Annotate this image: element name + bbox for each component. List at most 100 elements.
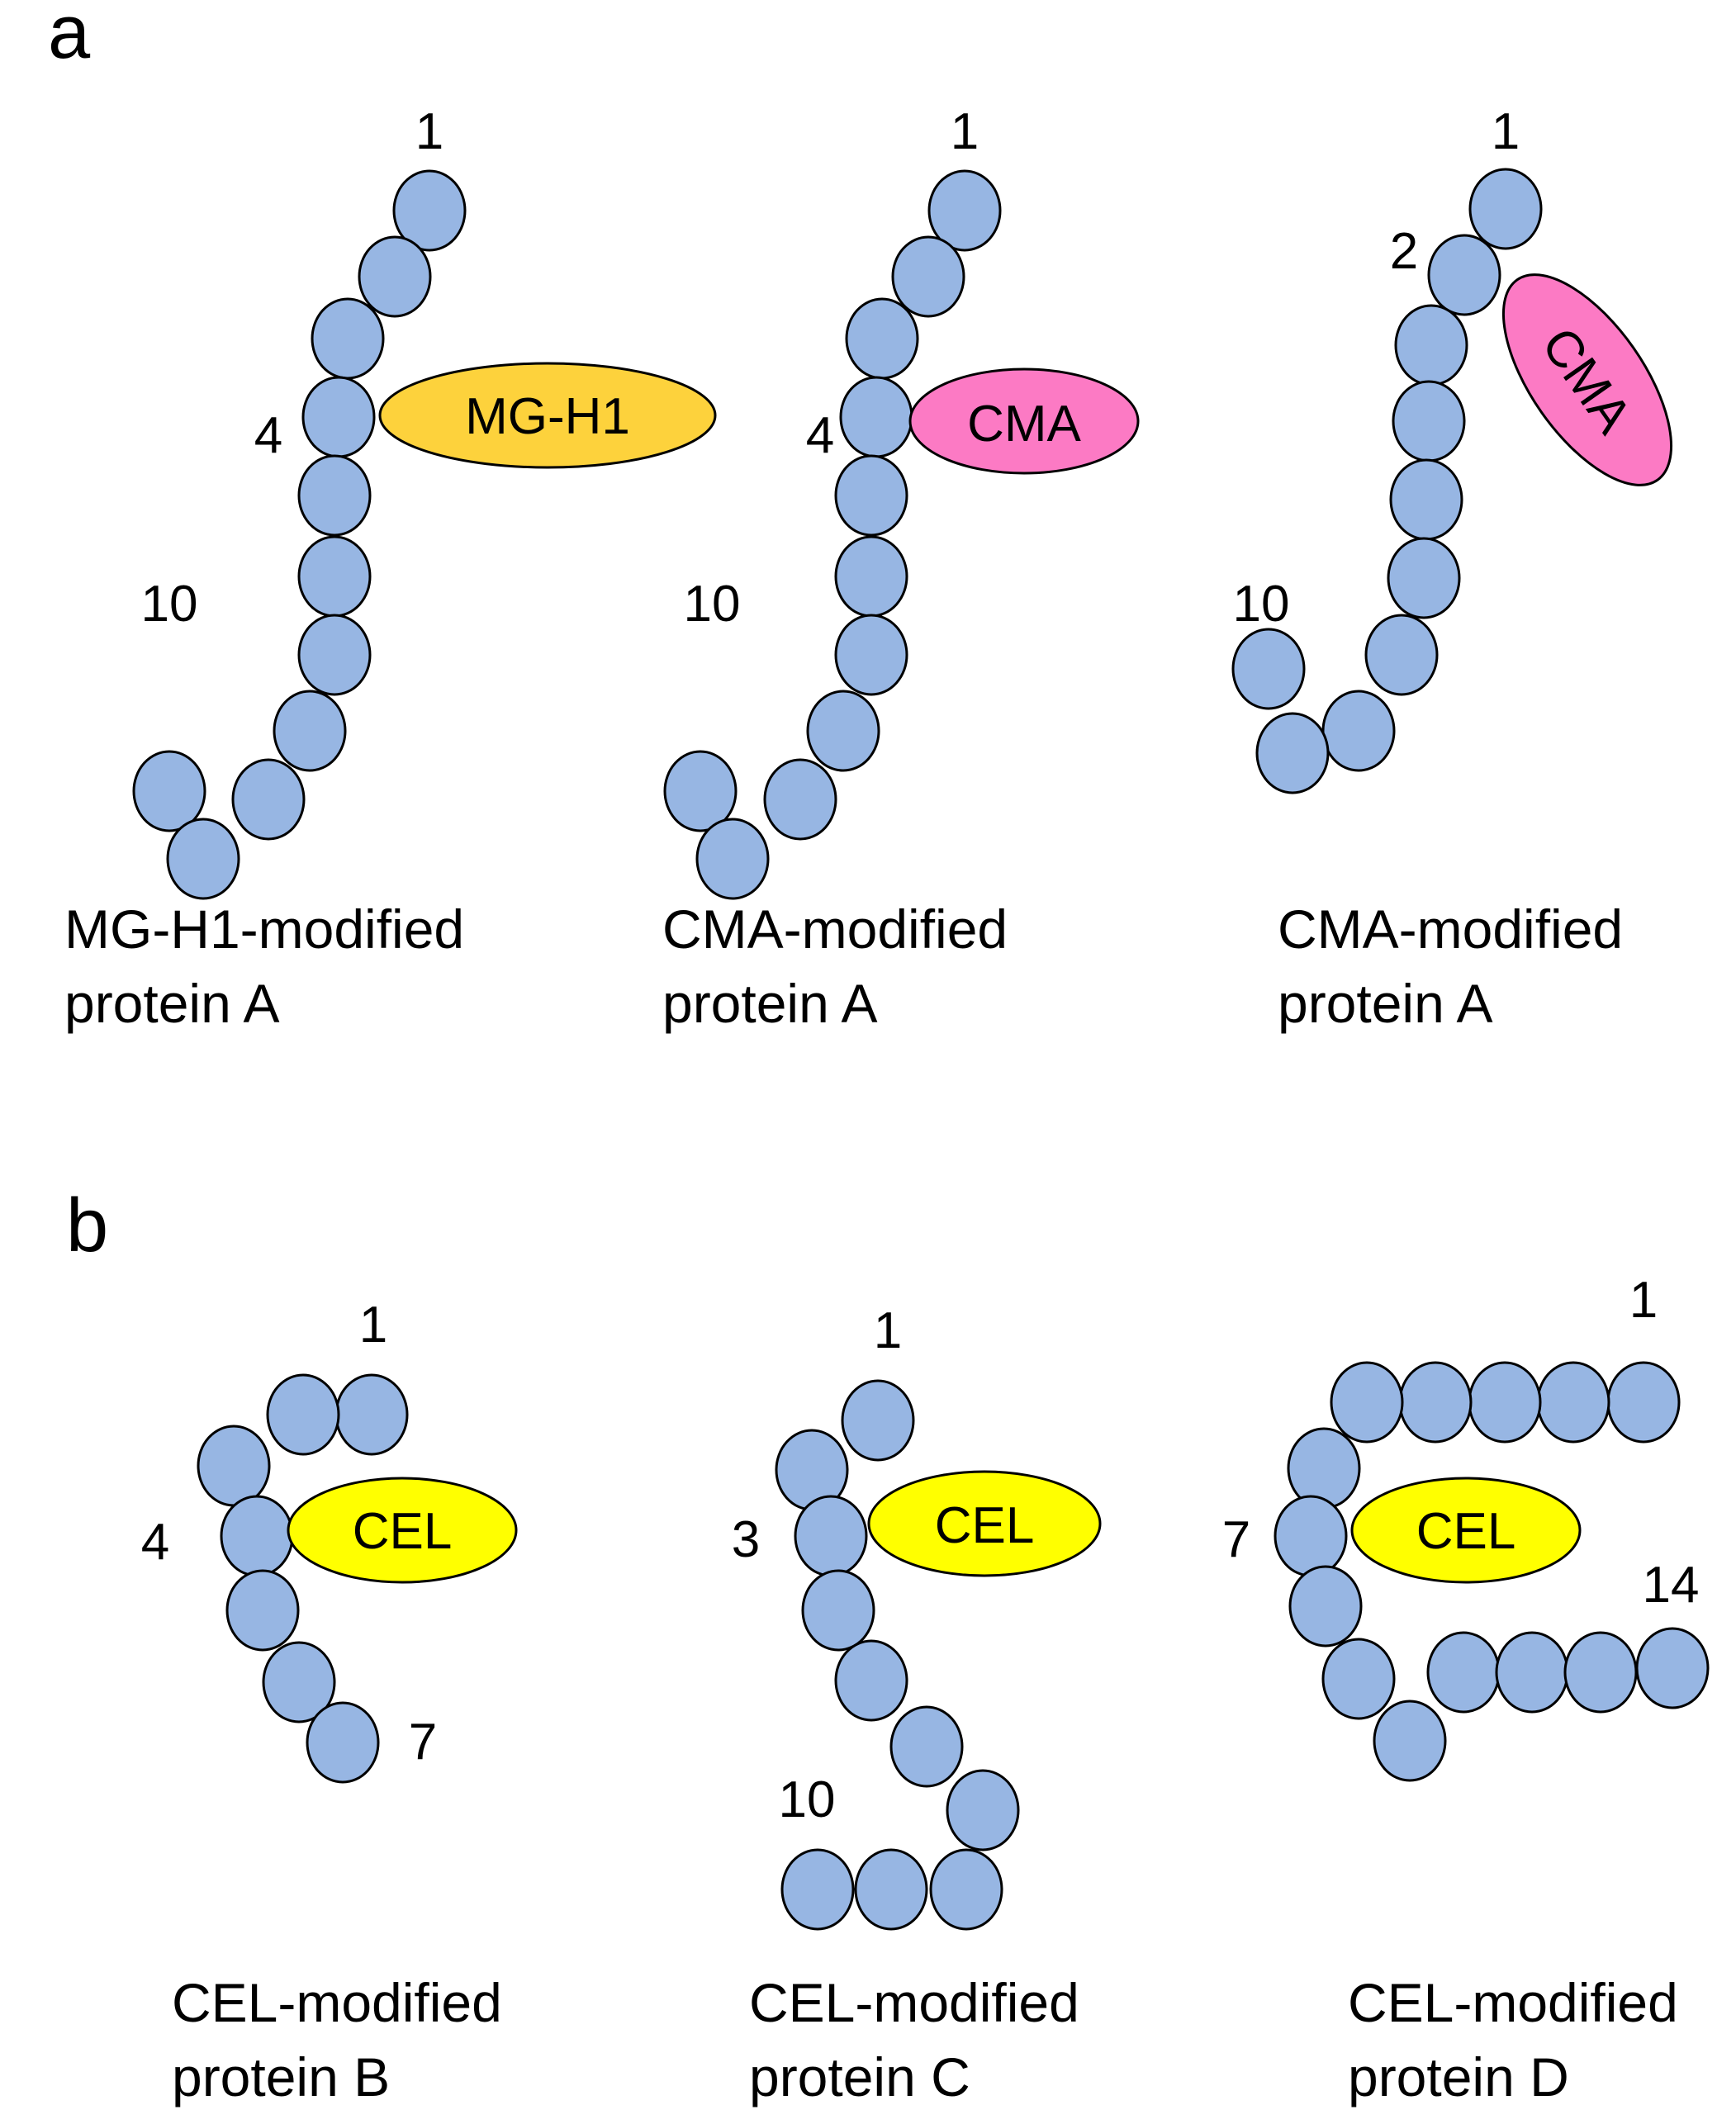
diagram-a1: MG-H1 1 4 10 MG-H1-modified protein A	[64, 103, 717, 1034]
residue-bead	[834, 454, 908, 537]
residue-bead	[334, 1373, 409, 1456]
modification-tag-label: CEL	[935, 1497, 1035, 1554]
residue-bead	[1330, 1361, 1404, 1444]
residue-bead	[1392, 380, 1466, 462]
residue-bead	[358, 235, 432, 318]
residue-bead	[841, 1379, 915, 1462]
residue-bead	[306, 1701, 380, 1784]
residue-bead	[262, 1641, 336, 1723]
residue-bead	[1255, 712, 1330, 794]
bead-chain	[1274, 1361, 1710, 1782]
caption-line1: CEL-modified	[749, 1972, 1079, 2033]
residue-label-last: 7	[409, 1714, 437, 1771]
diagram-a2: CMA 1 4 10 CMA-modified protein A	[662, 103, 1140, 1034]
panel-letter-a: a	[48, 0, 91, 74]
residue-bead	[946, 1769, 1020, 1851]
residue-bead	[1427, 234, 1501, 316]
residue-bead	[1536, 1361, 1610, 1444]
caption-line2: protein A	[64, 973, 280, 1034]
caption-line1: CMA-modified	[662, 898, 1008, 960]
modification-tag-ellipse	[1501, 273, 1673, 486]
modification-tag-ellipse	[908, 367, 1140, 475]
residue-bead	[273, 690, 347, 772]
residue-bead	[1394, 304, 1468, 386]
residue-bead	[166, 818, 240, 900]
residue-bead	[1373, 1700, 1447, 1782]
residue-bead	[1468, 168, 1543, 250]
residue-label-modified: 7	[1222, 1511, 1250, 1568]
caption-line1: MG-H1-modified	[64, 898, 464, 960]
residue-bead	[1231, 628, 1306, 710]
residue-bead	[834, 535, 908, 618]
residue-bead	[225, 1569, 300, 1652]
residue-bead	[889, 1705, 964, 1788]
residue-bead	[1321, 690, 1396, 772]
residue-bead	[301, 376, 376, 458]
modification-tag-ellipse	[867, 1470, 1102, 1577]
residue-label-last: 14	[1643, 1557, 1700, 1614]
residue-bead	[1288, 1565, 1363, 1648]
caption-line2: protein A	[662, 973, 878, 1034]
residue-bead	[311, 297, 385, 380]
residue-bead	[763, 758, 837, 841]
caption-line2: protein B	[172, 2046, 390, 2107]
residue-bead	[1426, 1631, 1501, 1714]
diagram-b1: CEL 1 4 7 CEL-modified protein B	[141, 1297, 518, 2107]
residue-bead	[801, 1569, 875, 1652]
residue-label-first: 1	[951, 103, 979, 160]
caption-line1: CMA-modified	[1278, 898, 1623, 960]
modification-tag-ellipse	[287, 1477, 518, 1584]
residue-bead	[220, 1495, 294, 1577]
residue-bead	[834, 614, 908, 696]
residue-bead	[1635, 1627, 1710, 1709]
modification-tag-ellipse	[1350, 1477, 1582, 1584]
residue-bead	[891, 235, 965, 318]
diagram-b2: CEL 1 3 10 CEL-modified protein C	[732, 1302, 1102, 2107]
residue-label-modified: 4	[806, 407, 834, 464]
residue-bead	[1387, 537, 1461, 619]
residue-label-first: 1	[359, 1297, 387, 1354]
residue-bead	[231, 758, 306, 841]
modification-tag-label: MG-H1	[465, 388, 630, 445]
residue-label-modified: 3	[732, 1511, 760, 1568]
caption-line2: protein D	[1348, 2046, 1569, 2107]
modification-tag-ellipse	[378, 362, 717, 469]
residue-bead	[392, 169, 467, 252]
residue-label-last: 10	[141, 576, 198, 633]
bead-chain	[132, 169, 467, 900]
caption-line1: CEL-modified	[1348, 1972, 1678, 2033]
residue-label-last: 10	[1233, 576, 1290, 633]
residue-bead	[266, 1373, 340, 1456]
residue-bead	[1495, 1631, 1569, 1714]
residue-bead	[929, 1848, 1003, 1931]
residue-bead	[794, 1495, 868, 1577]
residue-label-last: 10	[779, 1771, 836, 1828]
residue-label-modified: 2	[1390, 223, 1418, 280]
residue-bead	[1563, 1631, 1638, 1714]
residue-bead	[1468, 1361, 1542, 1444]
residue-bead	[834, 1639, 908, 1722]
modification-tag-label: CEL	[1416, 1503, 1516, 1560]
residue-bead	[780, 1848, 855, 1931]
bead-chain	[1231, 168, 1543, 794]
modification-tag-label: CMA	[967, 396, 1081, 453]
residue-label-first: 1	[415, 103, 443, 160]
residue-label-last: 10	[684, 576, 741, 633]
residue-bead	[1364, 614, 1439, 696]
residue-label-first: 1	[874, 1302, 902, 1359]
residue-bead	[845, 297, 919, 380]
residue-bead	[1287, 1427, 1361, 1510]
bead-chain	[775, 1379, 1020, 1931]
residue-bead	[297, 454, 372, 537]
residue-bead	[663, 750, 738, 832]
caption-line2: protein A	[1278, 973, 1493, 1034]
residue-bead	[297, 535, 372, 618]
residue-label-first: 1	[1629, 1272, 1658, 1329]
residue-bead	[1321, 1638, 1396, 1720]
residue-bead	[197, 1425, 271, 1507]
residue-bead	[1389, 458, 1463, 541]
residue-bead	[695, 818, 770, 900]
bead-chain	[197, 1373, 409, 1784]
diagram-a3: CMA 1 2 10 CMA-modified protein A	[1231, 103, 1673, 1034]
